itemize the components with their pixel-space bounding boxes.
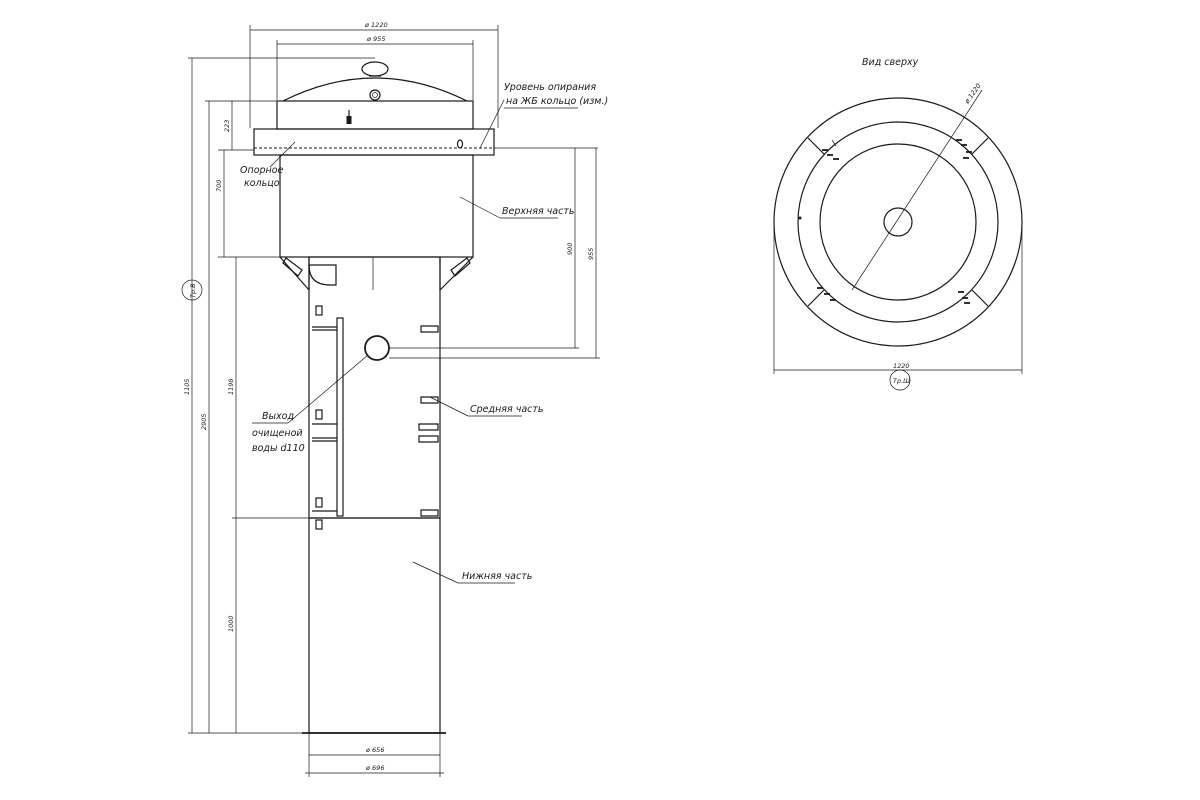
clamp-4 xyxy=(315,519,323,530)
fin-4 xyxy=(418,435,439,443)
dome-lid xyxy=(282,77,468,102)
plan-tag-circle xyxy=(889,369,911,391)
side-tag-text: Тр.В xyxy=(189,283,197,298)
center-pipe xyxy=(883,207,913,237)
clamp-2 xyxy=(315,409,323,420)
lid-lock-icon xyxy=(346,116,352,124)
dim-text-900: 900 xyxy=(566,243,574,255)
inner-circle xyxy=(819,143,977,301)
middle-part-body xyxy=(308,256,441,519)
leader-level xyxy=(479,99,505,149)
inlet-elbow xyxy=(308,264,337,286)
segment-sep-sw xyxy=(807,289,825,307)
plan-tag-text: Тр.Ш xyxy=(893,377,910,385)
front-leaders xyxy=(252,99,578,584)
ring-inner-circle xyxy=(797,121,999,323)
front-dimensions xyxy=(181,25,600,777)
bolts-sw xyxy=(817,287,836,301)
top-view xyxy=(773,89,1023,391)
plan-width-text: 1220 xyxy=(893,362,910,370)
bolts-ne xyxy=(956,139,972,159)
dim-text-1198: 1198 xyxy=(227,378,235,395)
label-upper-part: Верхняя часть xyxy=(502,206,574,217)
segment-sep-se xyxy=(971,289,989,307)
dim-text-1105: 1105 xyxy=(183,378,191,395)
side-tag-circle xyxy=(181,279,203,301)
marker-west xyxy=(798,216,802,220)
label-lower-part: Нижняя часть xyxy=(462,571,532,582)
front-view xyxy=(253,61,495,734)
dim-text-656: ø 656 xyxy=(365,746,384,754)
taper-right xyxy=(439,256,474,291)
leader-lower xyxy=(412,561,459,584)
right-bracket xyxy=(450,257,471,277)
lid-vent-icon xyxy=(369,89,381,101)
dim-text-223: 223 xyxy=(223,120,231,132)
leader-support-ring xyxy=(269,141,296,168)
segment-sep-ne xyxy=(971,137,989,155)
dim-text-955: ø 955 xyxy=(366,35,385,43)
dim-text-955-right: 955 xyxy=(587,248,595,260)
fin-1 xyxy=(420,325,439,333)
fin-3 xyxy=(418,423,439,431)
bolts-se xyxy=(958,291,970,304)
label-support-1: Опорное xyxy=(240,165,284,176)
label-outlet-1: Выход xyxy=(262,411,294,422)
lid-rim xyxy=(276,100,474,130)
bolts-nw xyxy=(822,139,839,160)
label-support-2: кольцо xyxy=(244,178,280,189)
dim-text-2905: 2905 xyxy=(200,413,208,430)
lower-part-body xyxy=(308,517,441,734)
label-outlet-2: очищеной xyxy=(252,428,303,439)
dim-text-1220: ø 1220 xyxy=(364,21,388,29)
lid-vent-inner xyxy=(372,92,378,98)
leader-upper xyxy=(459,196,501,219)
lid-handle-knob xyxy=(361,61,389,77)
fin-5 xyxy=(420,509,439,517)
leader-middle xyxy=(429,396,469,417)
fin-2 xyxy=(420,396,439,404)
clamp-1 xyxy=(315,305,323,316)
dim-text-1000: 1000 xyxy=(227,615,235,632)
dim-text-696: ø 696 xyxy=(365,764,384,772)
leader-outlet xyxy=(287,354,369,424)
upper-part-body xyxy=(279,154,474,258)
label-level-1: Уровень опирания xyxy=(504,82,596,93)
label-level-2: на ЖБ кольцо (изм.) xyxy=(506,96,608,107)
plan-dia-leader xyxy=(851,89,983,291)
outlet-pipe-d110 xyxy=(364,335,390,361)
segment-sep-nw xyxy=(807,137,825,155)
ring-bolt xyxy=(456,139,464,149)
label-middle-part: Средняя часть xyxy=(470,404,544,415)
outer-circle xyxy=(773,97,1023,347)
dim-text-700: 700 xyxy=(215,180,223,192)
left-bracket xyxy=(282,257,303,277)
label-outlet-3: воды d110 xyxy=(252,443,305,454)
outlet-riser xyxy=(336,317,344,517)
clamp-3 xyxy=(315,497,323,508)
top-view-title: Вид сверху xyxy=(862,57,919,68)
